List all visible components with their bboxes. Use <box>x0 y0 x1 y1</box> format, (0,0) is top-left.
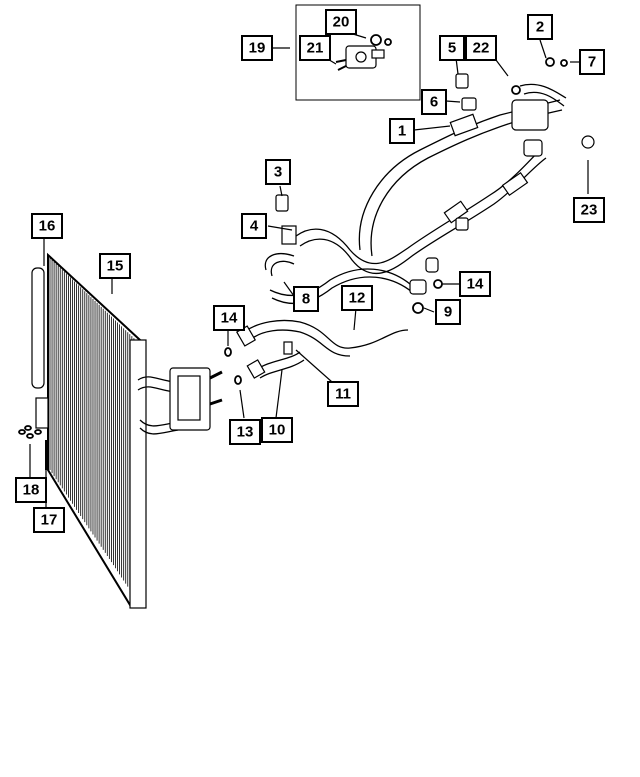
callout-14-right: 14 <box>459 271 491 297</box>
liquid-line <box>224 319 409 385</box>
svg-text:6: 6 <box>430 94 438 111</box>
svg-text:15: 15 <box>107 258 124 275</box>
svg-text:5: 5 <box>448 40 456 57</box>
svg-text:8: 8 <box>302 291 310 308</box>
callout-21: 21 <box>299 35 331 61</box>
callout-9: 9 <box>435 299 461 325</box>
callout-19: 19 <box>241 35 273 61</box>
callout-14-left: 14 <box>213 305 245 331</box>
callout-7: 7 <box>579 49 605 75</box>
svg-text:23: 23 <box>581 202 598 219</box>
callout-13: 13 <box>229 419 261 445</box>
svg-text:20: 20 <box>333 14 350 31</box>
expansion-valve-inset <box>295 4 421 101</box>
callout-23: 23 <box>573 197 605 223</box>
condenser-fins <box>49 258 139 602</box>
callout-8: 8 <box>293 286 319 312</box>
condenser-assembly <box>18 252 223 609</box>
svg-text:12: 12 <box>349 290 366 307</box>
refrigerant-lines <box>264 57 595 314</box>
svg-text:21: 21 <box>307 40 324 57</box>
callout-1: 1 <box>389 118 415 144</box>
svg-text:17: 17 <box>41 512 58 529</box>
svg-text:11: 11 <box>335 386 351 403</box>
callout-16: 16 <box>31 213 63 239</box>
svg-text:22: 22 <box>473 40 490 57</box>
callout-6: 6 <box>421 89 447 115</box>
svg-text:10: 10 <box>269 422 286 439</box>
callout-17: 17 <box>33 507 65 533</box>
svg-text:13: 13 <box>237 424 254 441</box>
leader-lines <box>29 29 589 508</box>
callout-4: 4 <box>241 213 267 239</box>
callout-15: 15 <box>99 253 131 279</box>
svg-text:7: 7 <box>588 54 596 71</box>
svg-text:9: 9 <box>444 304 452 321</box>
svg-text:14: 14 <box>467 276 484 293</box>
svg-text:2: 2 <box>536 19 544 36</box>
callout-22: 22 <box>465 35 497 61</box>
callout-5: 5 <box>439 35 465 61</box>
svg-text:1: 1 <box>398 123 406 140</box>
callout-3: 3 <box>265 159 291 185</box>
callout-11: 11 <box>327 381 359 407</box>
callout-20: 20 <box>325 9 357 35</box>
callout-18: 18 <box>15 477 47 503</box>
callout-12: 12 <box>341 285 373 311</box>
svg-text:18: 18 <box>23 482 40 499</box>
callout-10: 10 <box>261 417 293 443</box>
svg-text:19: 19 <box>249 40 266 57</box>
expansion-valve-block <box>335 34 392 71</box>
callout-2: 2 <box>527 14 553 40</box>
svg-text:4: 4 <box>250 218 259 235</box>
svg-text:3: 3 <box>274 164 282 181</box>
svg-text:14: 14 <box>221 310 238 327</box>
svg-text:16: 16 <box>39 218 56 235</box>
